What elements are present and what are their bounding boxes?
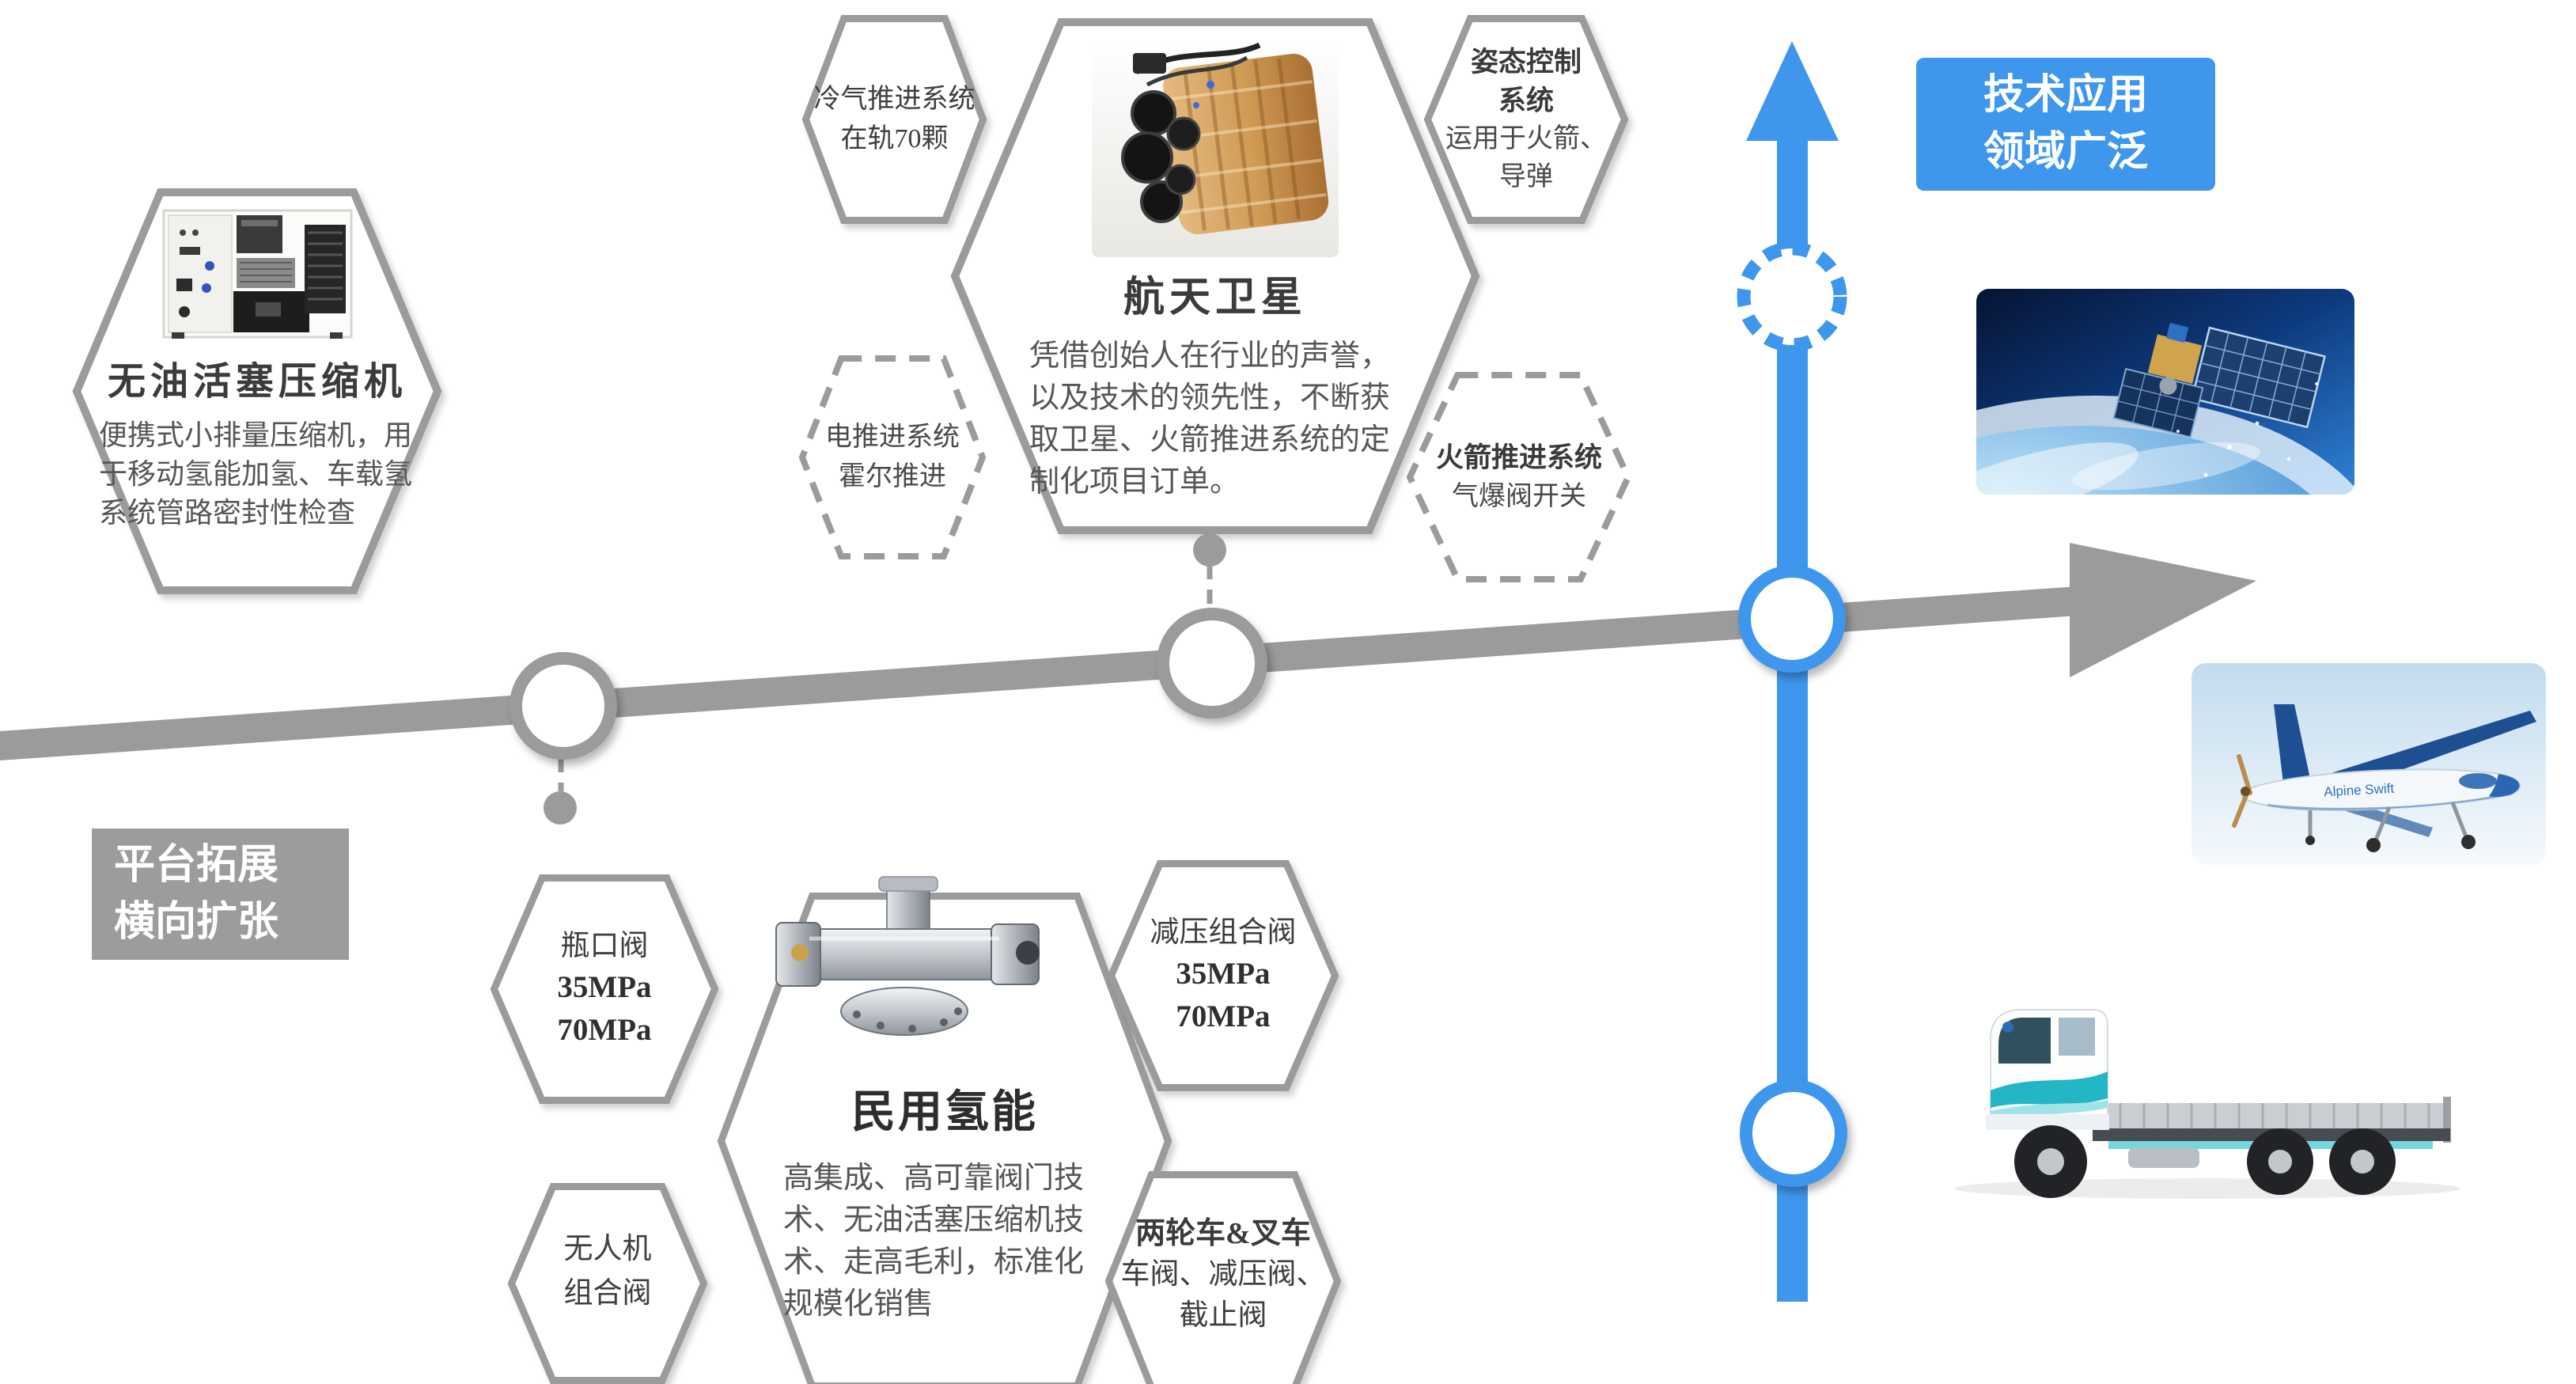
compressor-description: 便携式小排量压缩机，用于移动氢能加氢、车载氢系统管路密封性检查 <box>99 419 413 529</box>
satellite-thruster-photo <box>1092 37 1339 257</box>
satellite-description: 凭借创始人在行业的声誉，以及技术的领先性，不断获取卫星、火箭推进系统的定制化项目… <box>1029 339 1391 499</box>
rocket-propulsion-title: 火箭推进系统 <box>1435 442 1602 473</box>
hexagon-civil-hydrogen: 民用氢能 高集成、高可靠阀门技术、无油活塞压缩机技术、走高毛利，标准化规模化销售 <box>716 876 1173 1384</box>
satellite-title: 航天卫星 <box>1123 275 1307 320</box>
bottle-valve-specs: 35MPa 70MPa <box>557 970 652 1047</box>
hydrogen-valve-photo <box>775 876 1040 1036</box>
drone-valve-label: 无人机 组合阀 <box>563 1233 652 1310</box>
timeline-arrow-head <box>2070 543 2256 677</box>
hydrogen-description: 高集成、高可靠阀门技术、无油活塞压缩机技术、走高毛利，标准化规模化销售 <box>783 1162 1085 1321</box>
hexagon-cold-gas: 冷气推进系统 在轨70颗 <box>801 13 988 226</box>
platform-expansion-banner: 平台拓展 横向扩张 <box>92 829 349 960</box>
connector-dot-left <box>544 791 577 825</box>
attitude-control-title: 姿态控制 系统 <box>1470 47 1582 116</box>
bottle-valve-name: 瓶口阀 <box>560 930 649 962</box>
rocket-propulsion-subtitle: 气爆阀开关 <box>1452 481 1586 511</box>
blue-milestone-ring-1 <box>1738 565 1846 673</box>
gray-milestone-ring-1 <box>510 652 617 760</box>
blue-milestone-ring-2 <box>1740 1079 1847 1187</box>
electric-propulsion-label: 电推进系统 霍尔推进 <box>825 423 960 491</box>
hexagon-electric-propulsion: 电推进系统 霍尔推进 <box>797 354 987 561</box>
hexagon-rocket-propulsion: 火箭推进系统 气爆阀开关 <box>1405 370 1633 584</box>
two-wheeler-title: 两轮车&叉车 <box>1135 1217 1311 1250</box>
attitude-control-subtitle: 运用于火箭、 导弹 <box>1445 124 1607 191</box>
cold-gas-label: 冷气推进系统 在轨70颗 <box>813 85 975 154</box>
vertical-axis-arrow-head <box>1746 41 1839 141</box>
hexagon-oil-free-compressor: 无油活塞压缩机 便携式小排量压缩机，用于移动氢能加氢、车载氢系统管路密封性检查 <box>71 187 443 596</box>
gray-milestone-ring-2 <box>1157 608 1267 719</box>
drone-caption: Alpine Swift <box>2324 781 2395 800</box>
pressure-valve-name: 减压组合阀 <box>1150 916 1297 949</box>
compressor-title: 无油活塞压缩机 <box>107 361 407 403</box>
hexagon-two-wheeler-forklift: 两轮车&叉车 车阀、减压阀、 截止阀 <box>1104 1170 1343 1384</box>
two-wheeler-body: 车阀、减压阀、 截止阀 <box>1120 1258 1326 1332</box>
compressor-photo <box>162 209 352 339</box>
pressure-valve-specs: 35MPa 70MPa <box>1176 957 1271 1033</box>
connector-dot-center <box>1193 533 1226 567</box>
hydrogen-title: 民用氢能 <box>851 1086 1038 1136</box>
tech-application-banner: 技术应用 领域广泛 <box>1916 58 2215 191</box>
hexagon-bottle-valve: 瓶口阀 35MPa 70MPa <box>489 873 720 1105</box>
drone-photo: Alpine Swift <box>2191 663 2546 865</box>
truck-photo <box>1954 1009 2460 1199</box>
satellite-photo <box>1976 289 2354 495</box>
dotted-milestone-ring <box>1737 241 1847 352</box>
hexagon-pressure-valve: 减压组合阀 35MPa 70MPa <box>1106 859 1340 1093</box>
hexagon-attitude-control: 姿态控制 系统 运用于火箭、 导弹 <box>1422 13 1630 226</box>
hexagon-drone-valve: 无人机 组合阀 <box>506 1181 709 1384</box>
hexagon-aerospace-satellite: 航天卫星 凭借创始人在行业的声誉，以及技术的领先性，不断获取卫星、火箭推进系统的… <box>949 17 1481 536</box>
